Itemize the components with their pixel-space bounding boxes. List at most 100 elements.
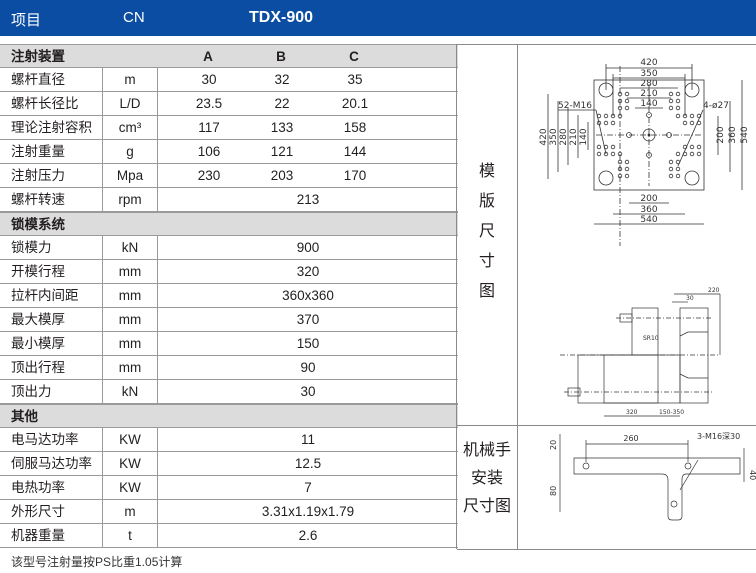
bottom-dimensions <box>594 202 704 225</box>
dim-label: 200 <box>716 126 726 143</box>
divider <box>517 45 518 550</box>
label-char: 图 <box>478 283 495 300</box>
section-title: 其他 <box>11 409 38 424</box>
spec-value: 203 <box>270 168 294 183</box>
m16-hole <box>596 151 602 157</box>
dim-label: 420 <box>539 128 549 145</box>
barrel <box>603 354 659 404</box>
dim-label: 40 <box>748 470 756 480</box>
divider <box>457 549 756 550</box>
m16-hole <box>668 166 674 172</box>
spec-unit: g <box>102 140 157 164</box>
spec-name: 机器重量 <box>11 528 65 543</box>
m16-hole <box>668 159 674 165</box>
m16-hole <box>668 105 674 111</box>
dim-label: 210 <box>640 89 657 99</box>
m16-hole <box>624 166 630 172</box>
m16-hole <box>617 151 623 157</box>
platen-outline <box>593 79 705 191</box>
spec-name: 注射重量 <box>11 144 65 159</box>
spec-value: 144 <box>343 144 367 159</box>
spec-values: 213 <box>157 188 457 212</box>
spec-value: 150 <box>296 336 320 351</box>
spec-name: 螺杆直径 <box>11 72 65 87</box>
dim-label: 420 <box>640 58 657 68</box>
divider <box>456 44 457 549</box>
dim-label: 140 <box>579 128 589 145</box>
m16-hole <box>696 144 702 150</box>
spec-unit: mm <box>102 308 157 332</box>
spec-name: 电马达功率 <box>11 432 79 447</box>
dim-label: 360 <box>640 205 657 215</box>
spec-value: 213 <box>296 192 320 207</box>
drawings-panel: 模 版 尺 寸 图 机械手 安装 尺寸图 <box>457 44 756 550</box>
spec-name: 电热功率 <box>11 480 65 495</box>
spec-unit: mm <box>102 260 157 284</box>
spec-value: 3.31x1.19x1.79 <box>261 504 355 519</box>
platen-drawing-label: 模 版 尺 寸 图 <box>457 157 517 307</box>
hatch-top <box>679 331 708 337</box>
radius-label: SR10 <box>643 335 659 342</box>
m16-hole <box>603 113 609 119</box>
spec-name: 伺服马达功率 <box>11 456 92 471</box>
ejector-hole <box>646 152 652 158</box>
m16-hole <box>682 120 688 126</box>
spec-unit: mm <box>102 284 157 308</box>
m16-hole <box>689 113 695 119</box>
m16-hole <box>675 173 681 179</box>
spec-value: 2.6 <box>298 528 318 543</box>
spec-value: 35 <box>347 72 363 87</box>
tiebar-hole <box>684 170 700 186</box>
m16-hole <box>675 151 681 157</box>
m16-hole <box>610 144 616 150</box>
nozzle-block <box>631 307 659 356</box>
spec-values: 360x360 <box>157 284 457 308</box>
spec-value: 117 <box>198 120 220 135</box>
m16-hole <box>603 120 609 126</box>
spec-name: 拉杆内间距 <box>11 288 79 303</box>
spec-name: 外形尺寸 <box>11 504 65 519</box>
spec-value: 230 <box>197 168 221 183</box>
spec-values: 12.5 <box>157 452 457 476</box>
spec-name: 螺杆长径比 <box>11 96 79 111</box>
spec-values: 7 <box>157 476 457 500</box>
tiebar-callout: 4-ø27 <box>703 101 729 111</box>
platen-dimension-drawing: 420 350 280 210 140 52-M16 4-ø27 420 350… <box>539 58 750 246</box>
dim-label: 220 <box>708 287 720 294</box>
spec-value: 20.1 <box>341 96 369 111</box>
m16-hole <box>668 98 674 104</box>
spec-value: 158 <box>343 120 367 135</box>
spec-name: 最小模厚 <box>11 336 65 351</box>
divider <box>457 425 756 426</box>
m16-hole <box>617 98 623 104</box>
section-title: 锁模系统 <box>11 217 65 232</box>
m16-hole <box>696 113 702 119</box>
top-dimensions <box>605 64 693 116</box>
spec-value: 22 <box>274 96 290 111</box>
m16-hole <box>668 173 674 179</box>
m16-hole <box>668 91 674 97</box>
injection-unit <box>577 354 681 404</box>
robot-drawing-label: 机械手 安装 尺寸图 <box>457 437 517 521</box>
label-char: 寸 <box>478 253 495 270</box>
table-header: 项目 CN TDX-900 <box>0 0 756 36</box>
spec-name: 螺杆转速 <box>11 192 65 207</box>
m16-hole <box>617 166 623 172</box>
dim-label: 260 <box>623 434 638 443</box>
m16-hole <box>675 91 681 97</box>
mount-hole <box>670 500 678 508</box>
header-model-name: TDX-900 <box>249 9 314 26</box>
spec-value: 133 <box>270 120 294 135</box>
spec-values: 320 <box>157 260 457 284</box>
spec-unit: Mpa <box>102 164 157 188</box>
